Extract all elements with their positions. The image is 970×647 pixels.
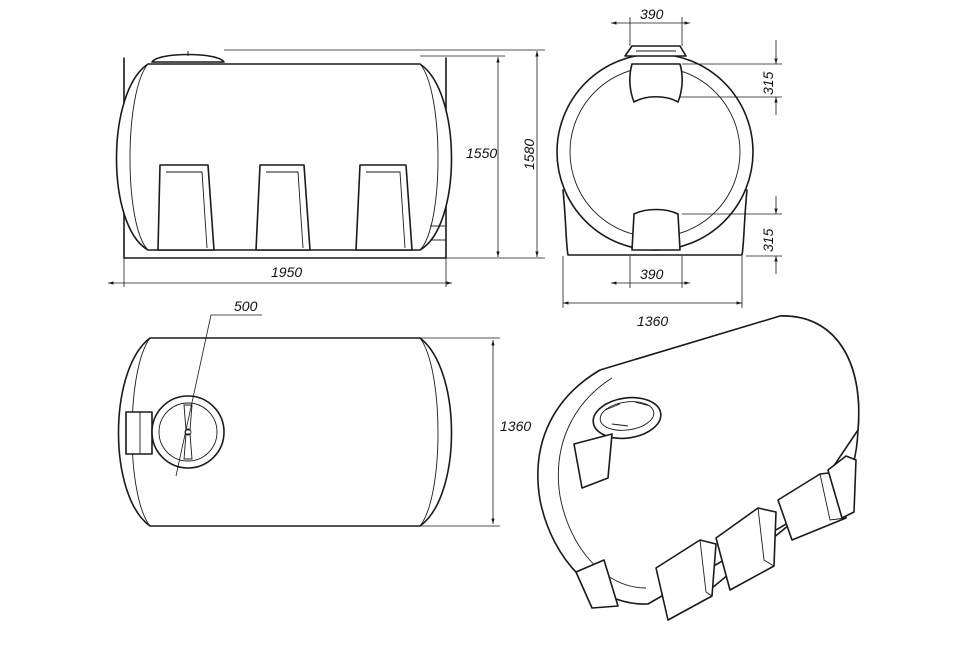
dim-bottom-saddle-width: 390	[640, 266, 664, 282]
top-view: 500 1360	[117, 298, 531, 527]
isometric-view	[537, 315, 860, 621]
side-saddle	[355, 164, 413, 251]
dim-plan-width: 1360	[500, 418, 531, 434]
side-view: 1550 1580 1950	[108, 49, 545, 287]
side-saddle	[255, 164, 311, 251]
hatch-cover	[151, 395, 225, 469]
dim-top-opening: 390	[640, 6, 664, 22]
dim-side-height-total: 1580	[521, 139, 537, 170]
end-view: 390 315 315 390 1360	[556, 6, 782, 329]
dim-side-length: 1950	[271, 264, 302, 280]
dim-top-saddle-height: 315	[760, 71, 776, 95]
dim-hatch-diameter: 500	[234, 298, 258, 314]
dim-end-width: 1360	[637, 313, 668, 329]
dim-side-height-inner: 1550	[466, 145, 497, 161]
side-saddle	[157, 164, 215, 251]
dim-bottom-saddle-height: 315	[760, 228, 776, 252]
